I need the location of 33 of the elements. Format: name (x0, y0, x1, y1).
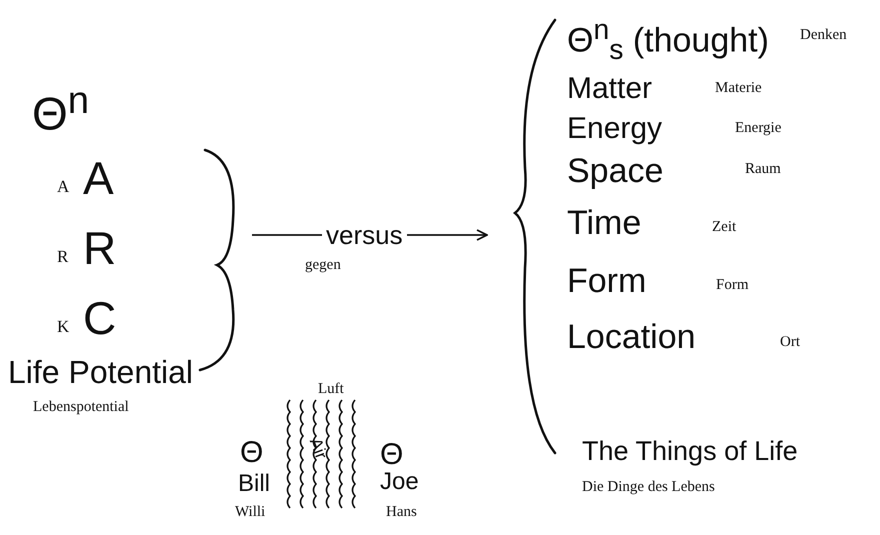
handwritten-letter: R (83, 225, 116, 271)
translation-label: Form (716, 278, 749, 293)
translation-label: Willi (235, 505, 266, 520)
translation-label: gegen (305, 258, 341, 273)
letter-label: A (57, 178, 70, 195)
handwritten-letter: A (83, 155, 114, 201)
letter-label: K (57, 318, 70, 335)
handwritten-label: Life Potential (8, 356, 194, 388)
translation-label: Raum (745, 162, 781, 177)
handwritten-label: Θ$^{n}$$_{s}$ (thought) (567, 16, 769, 64)
handwritten-letter: C (83, 295, 116, 341)
letter-label: R (57, 248, 68, 265)
handwritten-label: Bill (238, 472, 270, 496)
handwritten-label: Joe (380, 470, 419, 494)
handwritten-label: The Things of Life (582, 438, 798, 465)
translation-label: Hans (386, 505, 417, 520)
translation-label: Zeit (712, 220, 736, 235)
handwritten-label: Location (567, 320, 696, 354)
handwritten-label: Matter (567, 74, 652, 104)
handwritten-label: Luft (318, 382, 344, 397)
handwritten-label: Form (567, 264, 646, 298)
translation-label: Die Dinge des Lebens (582, 480, 715, 495)
handwritten-label: Energy (567, 114, 662, 144)
translation-label: Denken (800, 28, 847, 43)
theta-symbol: Θ$^{n}$ (32, 82, 90, 136)
theta-symbol: Θ (380, 440, 404, 470)
handwritten-label: Space (567, 154, 664, 188)
translation-label: Lebenspotential (33, 400, 129, 415)
theta-symbol: Θ (240, 438, 264, 468)
translation-label: Materie (715, 81, 762, 96)
translation-label: Energie (735, 121, 782, 136)
handwritten-label: Time (567, 206, 642, 240)
translation-label: Ort (780, 335, 800, 350)
